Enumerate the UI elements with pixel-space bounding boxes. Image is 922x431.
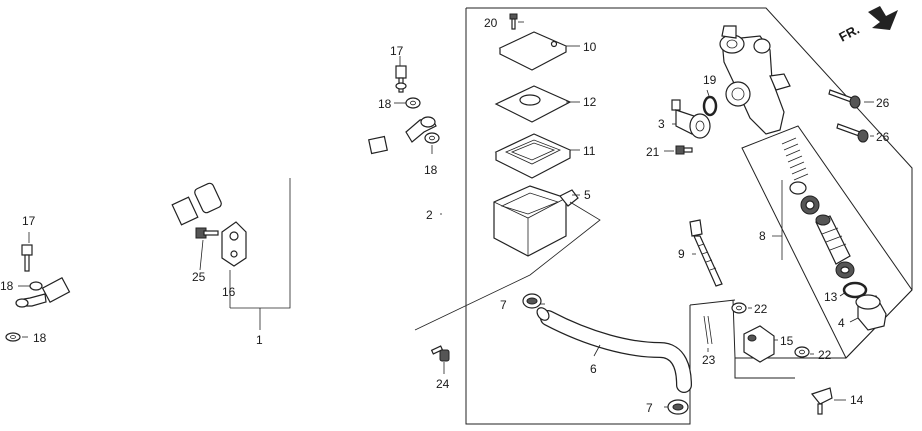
callout-16: 16 (222, 285, 236, 299)
cotter-pin-23 (703, 315, 713, 345)
callout-17-upper: 17 (390, 44, 404, 58)
inlet-joint (671, 99, 711, 139)
hose-clamp (221, 221, 247, 267)
push-rod-boot-4 (855, 294, 887, 331)
nut-22-lower (794, 346, 810, 358)
callout-14: 14 (850, 393, 864, 407)
callout-17-lower: 17 (22, 214, 36, 228)
bolt-24 (430, 345, 450, 362)
washer-lower-a (29, 281, 43, 291)
push-rod-9 (689, 219, 723, 287)
bolt-26-lower (836, 123, 869, 143)
reservoir-diaphragm (494, 133, 572, 179)
leader-lines (18, 21, 874, 408)
piston (815, 214, 851, 265)
screw-21 (675, 145, 693, 155)
clevis-15 (743, 325, 775, 363)
callout-1: 1 (256, 333, 263, 347)
callout-25: 25 (192, 270, 206, 284)
nut-22-upper (731, 302, 747, 314)
callout-20: 20 (484, 16, 498, 30)
master-cylinder-body (719, 25, 791, 135)
piston-set-frame (741, 125, 913, 359)
callout-11: 11 (583, 144, 596, 158)
callout-10: 10 (583, 40, 597, 54)
piston-spring (781, 137, 809, 195)
callout-5: 5 (584, 188, 591, 202)
reservoir-cap (498, 31, 568, 71)
reservoir-screw (509, 13, 518, 30)
callout-2: 2 (426, 208, 433, 222)
bolt-26-upper (828, 89, 861, 109)
callout-22-upper: 22 (754, 302, 768, 316)
callout-19: 19 (703, 73, 717, 87)
callout-7-lower: 7 (646, 401, 653, 415)
banjo-bolt-upper (395, 65, 407, 93)
callout-9: 9 (678, 247, 685, 261)
snap-ring-13 (842, 281, 868, 299)
callout-18-b: 18 (424, 163, 438, 177)
callout-24: 24 (436, 377, 450, 391)
callout-18-d: 18 (33, 331, 47, 345)
callout-12: 12 (583, 95, 597, 109)
washer-upper-a (405, 97, 421, 109)
callout-15: 15 (780, 334, 794, 348)
callout-labels: 1 2 3 4 5 6 7 7 8 9 10 11 12 13 14 15 16… (0, 16, 890, 415)
callout-8: 8 (759, 229, 766, 243)
brake-hose (15, 116, 437, 308)
washer-lower-b (5, 332, 21, 342)
callout-26-lower: 26 (876, 130, 890, 144)
callout-18-c: 18 (0, 279, 14, 293)
piston-cup (800, 195, 820, 215)
front-direction-arrow: FR. (836, 6, 898, 45)
callout-21: 21 (646, 145, 660, 159)
callout-4: 4 (838, 316, 845, 330)
callout-6: 6 (590, 362, 597, 376)
hose-clip-lower (667, 399, 689, 415)
bolt-25 (195, 227, 219, 239)
callout-23: 23 (702, 353, 716, 367)
reservoir-plate (494, 85, 572, 123)
callout-7-upper: 7 (500, 298, 507, 312)
hose-clip-upper (522, 293, 542, 309)
callout-22-lower: 22 (818, 348, 832, 362)
callout-18-a: 18 (378, 97, 392, 111)
banjo-bolt-lower (21, 244, 33, 272)
o-ring-19 (702, 95, 718, 117)
callout-13: 13 (824, 290, 838, 304)
fluid-reservoir (493, 185, 579, 257)
piston-boot (835, 261, 855, 279)
washer-upper-b (424, 132, 440, 144)
front-direction-label: FR. (836, 22, 862, 45)
callout-3: 3 (658, 117, 665, 131)
callout-26-upper: 26 (876, 96, 890, 110)
reservoir-hose (536, 307, 692, 393)
clevis-pin-14 (810, 387, 833, 415)
